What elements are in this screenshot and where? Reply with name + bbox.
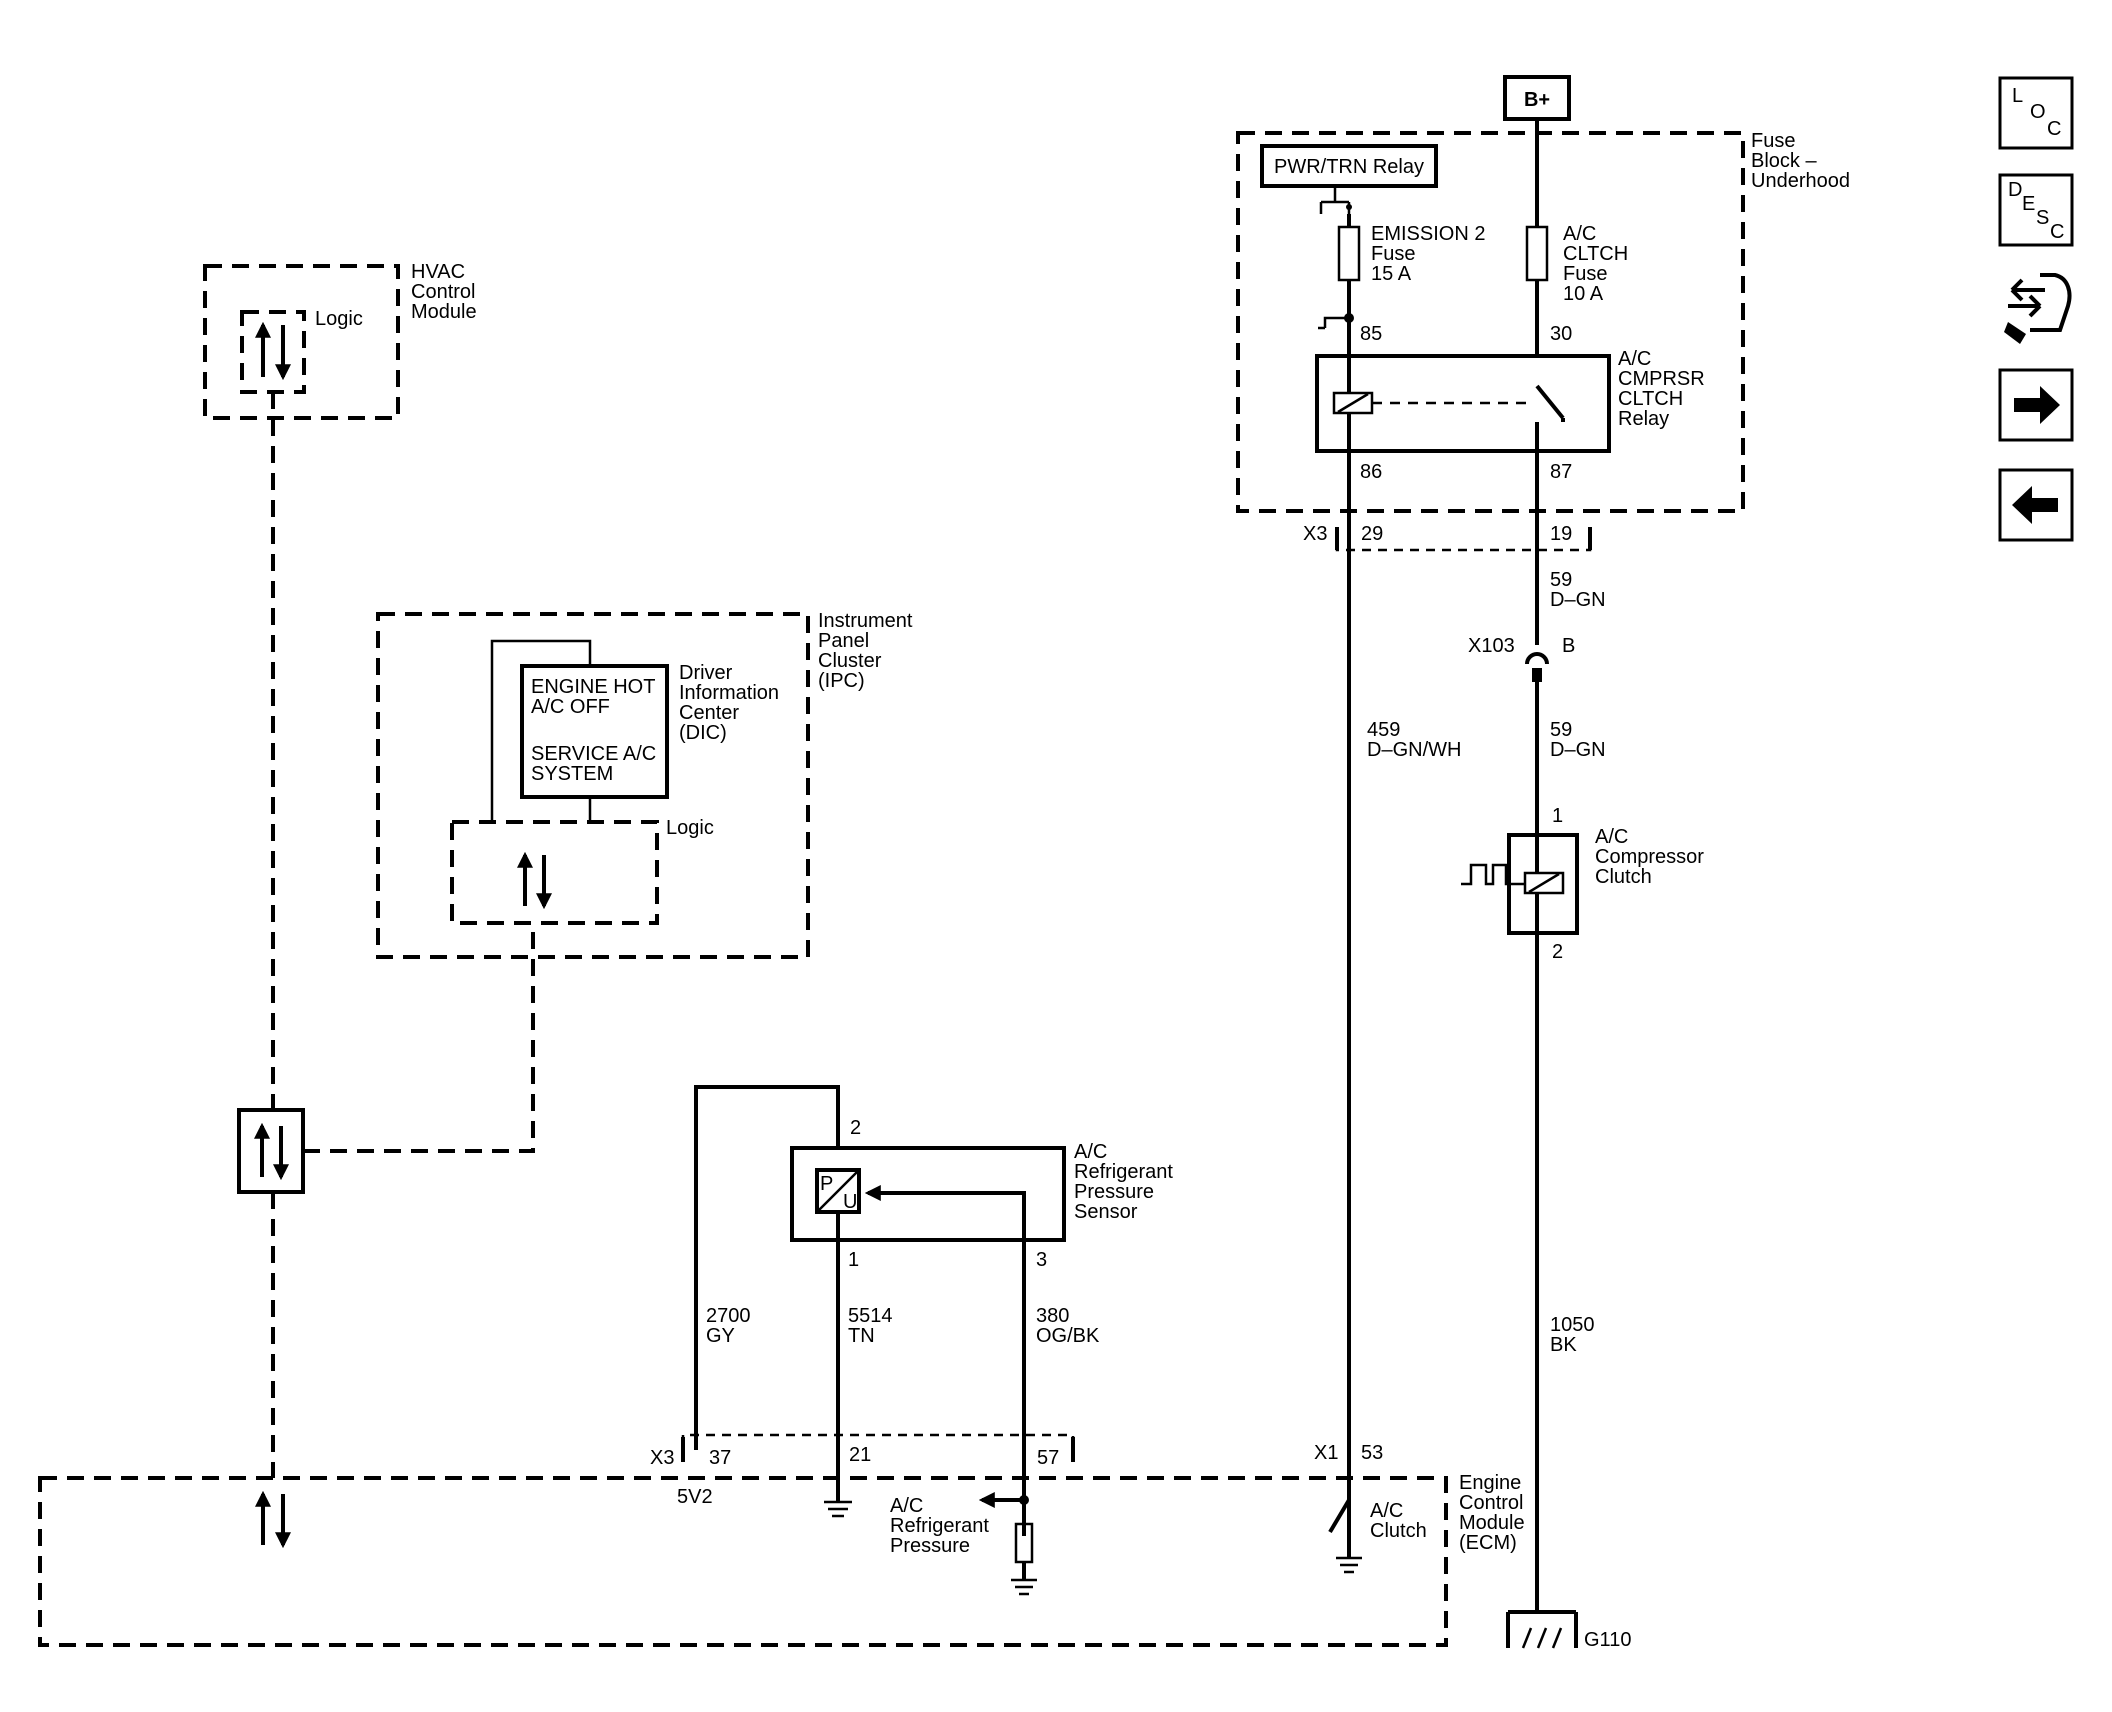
wire-380-label: 380 OG/BK: [1036, 1305, 1100, 1347]
emission-fuse-label: EMISSION 2 Fuse 15 A: [1371, 223, 1491, 285]
svg-text:E: E: [2022, 193, 2035, 215]
hvac-module-label: HVAC Control Module: [411, 261, 481, 323]
ac-compressor-clutch: 1 2 A/C Compressor Clutch: [1461, 805, 1709, 963]
hvac-logic-label: Logic: [315, 308, 363, 330]
connector-x3-fuse-block: X3 29 19: [1303, 523, 1592, 552]
ac-compressor-clutch-relay: 85 30 86 87 A/C CMPRSR CLTCH Relay: [1315, 318, 1710, 483]
ac-cltch-fuse: A/C CLTCH Fuse 10 A: [1525, 119, 1634, 356]
x1-ecm-label: X1: [1314, 1442, 1338, 1464]
clutch-pin-2: 2: [1552, 941, 1563, 963]
pressure-signal-input: A/C Refrigerant Pressure: [890, 1445, 1037, 1596]
svg-text:C: C: [2047, 118, 2061, 140]
wire-59-lower-label: 59 D–GN: [1550, 719, 1606, 761]
wire-459-label: 459 D–GN/WH: [1367, 719, 1461, 761]
clutch-pin-1: 1: [1552, 805, 1563, 827]
connector-x3-ecm: X3 37 21 57: [650, 1433, 1075, 1469]
sensor-symbol-p: P: [820, 1173, 833, 1195]
x3-fuse-pin-29: 29: [1361, 523, 1383, 545]
bplus-label: B+: [1524, 89, 1550, 111]
sensor-symbol-u: U: [843, 1191, 857, 1213]
wire-2700-label: 2700 GY: [706, 1305, 756, 1347]
next-page-arrow-icon[interactable]: [1998, 368, 2074, 442]
ground-g110: G110: [1506, 1610, 1631, 1651]
relay-pin-86: 86: [1360, 461, 1382, 483]
x3-fuse-label: X3: [1303, 523, 1327, 545]
g110-label: G110: [1584, 1629, 1631, 1651]
battery-positive-source: B+: [1503, 75, 1571, 121]
hvac-control-module: Logic HVAC Control Module: [203, 261, 481, 420]
x3-ecm-pin-57: 57: [1037, 1447, 1059, 1469]
x3-ecm-pin-37: 37: [709, 1447, 731, 1469]
description-button[interactable]: D E S C: [1998, 173, 2074, 247]
sensor-pin-3: 3: [1036, 1249, 1047, 1271]
location-button[interactable]: L O C: [1998, 76, 2074, 150]
compressor-clutch-label: A/C Compressor Clutch: [1595, 826, 1709, 888]
connector-x1-ecm: X1 53: [1314, 1442, 1383, 1464]
connector-end-view-icon[interactable]: [2004, 273, 2072, 344]
ecm-pressure-label: A/C Refrigerant Pressure: [890, 1495, 995, 1557]
relay-pin-87: 87: [1550, 461, 1572, 483]
ecm-clutch-label: A/C Clutch: [1370, 1500, 1427, 1542]
svg-text:S: S: [2036, 207, 2049, 229]
relay-pin-30: 30: [1550, 323, 1572, 345]
wire-59-upper-label: 59 D–GN: [1550, 569, 1606, 611]
x3-ecm-pin-21: 21: [849, 1444, 871, 1466]
ipc-label: Instrument Panel Cluster (IPC): [818, 610, 918, 692]
five-volt-reference-label: 5V2: [677, 1486, 713, 1508]
ac-refrigerant-pressure-sensor: P U 2 1 3 A/C Refrigerant Pressure Senso…: [694, 1085, 1179, 1450]
dic-label: Driver Information Center (DIC): [679, 662, 785, 744]
serial-data-gateway: [237, 1108, 305, 1194]
wire-1050-label: 1050 BK: [1550, 1314, 1600, 1356]
relay-label: A/C CMPRSR CLTCH Relay: [1618, 348, 1710, 430]
x3-ecm-label: X3: [650, 1447, 674, 1469]
engine-control-module: Engine Control Module (ECM): [38, 1472, 1530, 1647]
svg-text:O: O: [2030, 101, 2046, 123]
x103-label: X103: [1468, 635, 1515, 657]
svg-text:L: L: [2012, 85, 2023, 107]
ecm-label: Engine Control Module (ECM): [1459, 1472, 1530, 1554]
ipc-logic-label: Logic: [666, 817, 714, 839]
pwr-trn-relay-label: PWR/TRN Relay: [1274, 156, 1424, 178]
wire-5514-label: 5514 TN: [848, 1305, 898, 1347]
instrument-panel-cluster: Instrument Panel Cluster (IPC) ENGINE HO…: [376, 610, 918, 959]
svg-text:C: C: [2050, 221, 2064, 243]
connector-x103: X103 B: [1468, 635, 1575, 682]
relay-pin-85: 85: [1360, 323, 1382, 345]
x103-pin-b: B: [1562, 635, 1575, 657]
ac-clutch-driver-switch: A/C Clutch: [1328, 1498, 1427, 1574]
svg-text:D: D: [2008, 179, 2022, 201]
low-reference-ground: [824, 1450, 852, 1518]
fuse-block-underhood: Fuse Block – Underhood PWR/TRN Relay: [1236, 130, 1850, 513]
x3-fuse-pin-19: 19: [1550, 523, 1572, 545]
pressure-sensor-label: A/C Refrigerant Pressure Sensor: [1074, 1141, 1179, 1223]
emission-2-fuse: EMISSION 2 Fuse 15 A: [1318, 186, 1491, 330]
sensor-pin-2: 2: [850, 1117, 861, 1139]
sensor-pin-1: 1: [848, 1249, 859, 1271]
ipc-serial-data-line: [303, 923, 535, 1153]
ac-cltch-fuse-label: A/C CLTCH Fuse 10 A: [1563, 223, 1634, 305]
fuse-block-label: Fuse Block – Underhood: [1751, 130, 1850, 192]
x1-ecm-pin-53: 53: [1361, 1442, 1383, 1464]
dic-messages: ENGINE HOT A/C OFF SERVICE A/C SYSTEM: [531, 676, 662, 785]
previous-page-arrow-icon[interactable]: [1998, 468, 2074, 542]
